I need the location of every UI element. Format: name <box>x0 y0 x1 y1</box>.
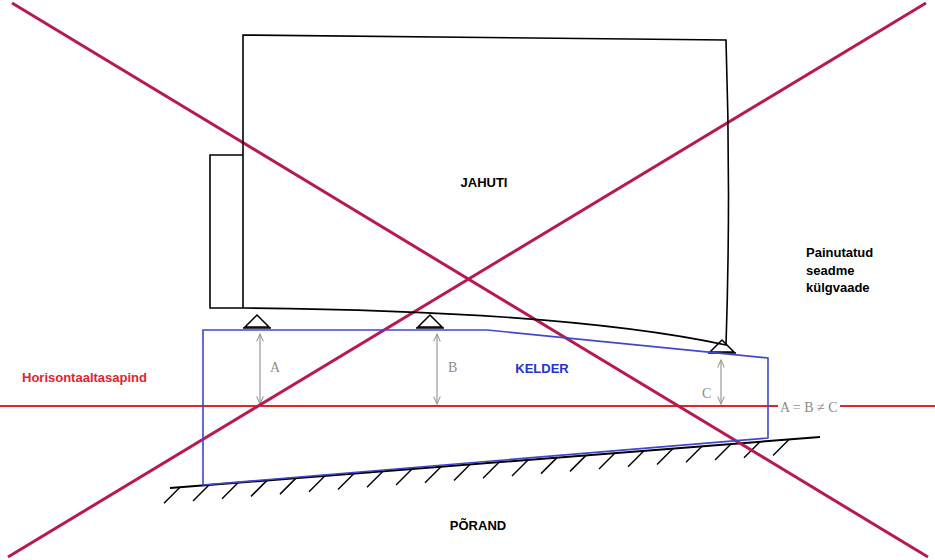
floor-label: PÕRAND <box>450 518 506 533</box>
chiller-outline <box>208 33 733 348</box>
support-triangle <box>418 315 442 327</box>
hatch-stroke <box>309 476 325 492</box>
plane-label: Horisontaaltasapind <box>20 370 149 385</box>
hatch-stroke <box>773 439 789 455</box>
hatch-stroke <box>396 469 412 485</box>
view-caption: Painutatud seadme külgvaade <box>806 244 918 297</box>
dimension-arrow <box>259 334 260 404</box>
hatch-stroke <box>570 455 586 471</box>
dimension-arrow <box>720 360 721 404</box>
hatch-stroke <box>193 485 209 501</box>
hatch-stroke <box>222 483 238 499</box>
basement-outline <box>203 330 768 488</box>
hatch-stroke <box>541 458 557 474</box>
dimension-letter: B <box>446 360 459 376</box>
hatch-stroke <box>338 474 354 490</box>
hatch-stroke <box>715 444 731 460</box>
hatch-stroke <box>599 453 615 469</box>
support-triangle <box>245 315 269 327</box>
basement-shape: KELDER <box>203 330 768 488</box>
dimension-letter: A <box>268 360 282 376</box>
basement-outline <box>203 330 768 485</box>
dimension-letter: C <box>700 386 713 402</box>
hatch-stroke <box>367 471 383 487</box>
hatch-stroke <box>512 460 528 476</box>
hatch-stroke <box>164 487 180 503</box>
hatch-stroke <box>657 449 673 465</box>
floor-hatching <box>164 439 789 503</box>
hatch-stroke <box>280 478 296 494</box>
chiller-label: JAHUTI <box>461 175 508 190</box>
hatch-stroke <box>251 480 267 496</box>
chiller-outline <box>210 35 729 345</box>
support-base <box>416 327 444 329</box>
hatch-stroke <box>454 464 470 480</box>
support-base <box>243 327 271 329</box>
hatch-stroke <box>425 467 441 483</box>
dimension-relation: A = B ≠ C <box>778 400 840 416</box>
cross-out-line <box>8 3 926 557</box>
hatch-stroke <box>628 451 644 467</box>
dimension-arrow <box>436 334 437 404</box>
hatch-stroke <box>483 462 499 478</box>
chiller-shape: JAHUTI <box>208 33 733 348</box>
basement-label: KELDER <box>513 361 570 376</box>
hatch-stroke <box>686 446 702 462</box>
